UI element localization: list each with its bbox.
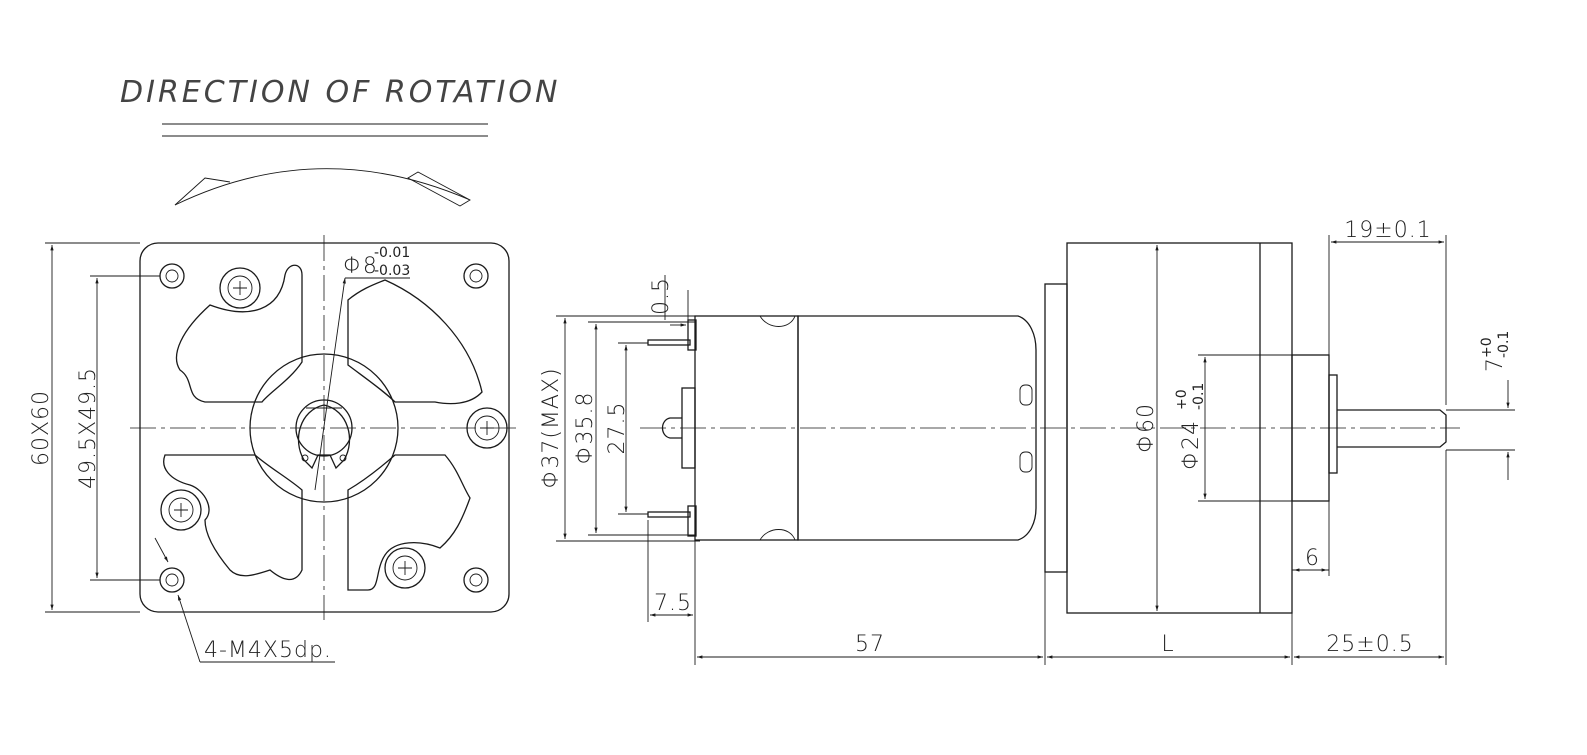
gearbox-dia-label: Φ60 [1134, 403, 1159, 453]
terminal-width-label: 7.5 [654, 591, 692, 616]
hole-note-arrow [154, 537, 169, 563]
retaining-clip-icon [297, 404, 351, 470]
boss-step-label: 6 [1305, 546, 1320, 571]
screw-icon-bottom [384, 547, 426, 589]
boss-tol-lower: -0.1 [1191, 383, 1207, 410]
shaft-circle [295, 399, 353, 457]
bearing-nub [661, 417, 682, 439]
drawing-title: DIRECTION OF ROTATION [120, 75, 560, 110]
cutout-bottom-right [347, 454, 471, 591]
shaft-tol-upper: -0.01 [374, 245, 410, 261]
rotation-arrow-icon [174, 168, 471, 207]
motor-length-label: 57 [855, 632, 885, 657]
front-flange [139, 242, 510, 613]
hole-note-leader [177, 594, 201, 663]
shaft-leader [314, 277, 346, 491]
end-bell-notch-bottom [759, 529, 796, 541]
corner-hole-tr [463, 263, 489, 289]
hole-pitch-label: 49.5X49.5 [76, 367, 101, 489]
screw-icon-right [466, 407, 508, 449]
terminal-tab-top [687, 319, 697, 351]
corner-hole-bl [159, 567, 185, 593]
terminal-top [647, 339, 691, 346]
terminal-pitch-label: 27.5 [605, 402, 630, 455]
screw-icon-left [160, 489, 202, 531]
boss-dia-label: Φ24 [1179, 420, 1204, 470]
gearbox-length-label: L [1161, 632, 1174, 657]
shaft-length-label: 25±0.5 [1326, 632, 1413, 657]
motor-can [797, 315, 1037, 541]
outer-size-label: 60X60 [29, 390, 54, 466]
cutout-top-right [347, 279, 483, 405]
motor-vent-bottom [1019, 451, 1033, 473]
motor-vent-top [1019, 384, 1033, 406]
flat-label: 7 [1483, 357, 1508, 372]
holes-note-label: 4-M4X5dp. [204, 638, 332, 663]
flat-tol-upper: +0 [1479, 337, 1495, 358]
output-shaft [1337, 409, 1447, 448]
shaft-tol-lower: -0.03 [374, 263, 410, 279]
terminal-tab-bottom [687, 505, 697, 537]
terminal-bottom [647, 511, 691, 518]
center-boss [249, 353, 399, 503]
corner-hole-br [463, 567, 489, 593]
clip-hole-left [301, 454, 309, 462]
clip-hole-right [339, 454, 347, 462]
output-washer [1328, 374, 1338, 474]
corner-hole-tl [159, 263, 185, 289]
terminal-offset-label: 0.5 [649, 277, 674, 315]
front-view: Φ8 -0.01 -0.03 60X60 49.5X49.5 4-M4X5dp. [29, 235, 520, 663]
boss-tol-upper: +0 [1174, 389, 1190, 410]
shaft-dia-label: Φ8 [343, 254, 378, 279]
end-bell-notch-top [759, 315, 796, 327]
flat-tol-lower: -0.1 [1496, 331, 1512, 358]
motor-dia-label: Φ35.8 [573, 392, 598, 465]
cutout-bottom-left [163, 454, 303, 581]
motor-dia-max-label: Φ37(MAX) [539, 367, 564, 488]
cutout-top-left [175, 264, 303, 403]
side-view: 0.5 Φ37(MAX) Φ35.8 27.5 7.5 57 L 25±0.5 [539, 218, 1515, 665]
boss-length-label: 19±0.1 [1344, 218, 1431, 243]
screw-icon-top [219, 267, 261, 309]
